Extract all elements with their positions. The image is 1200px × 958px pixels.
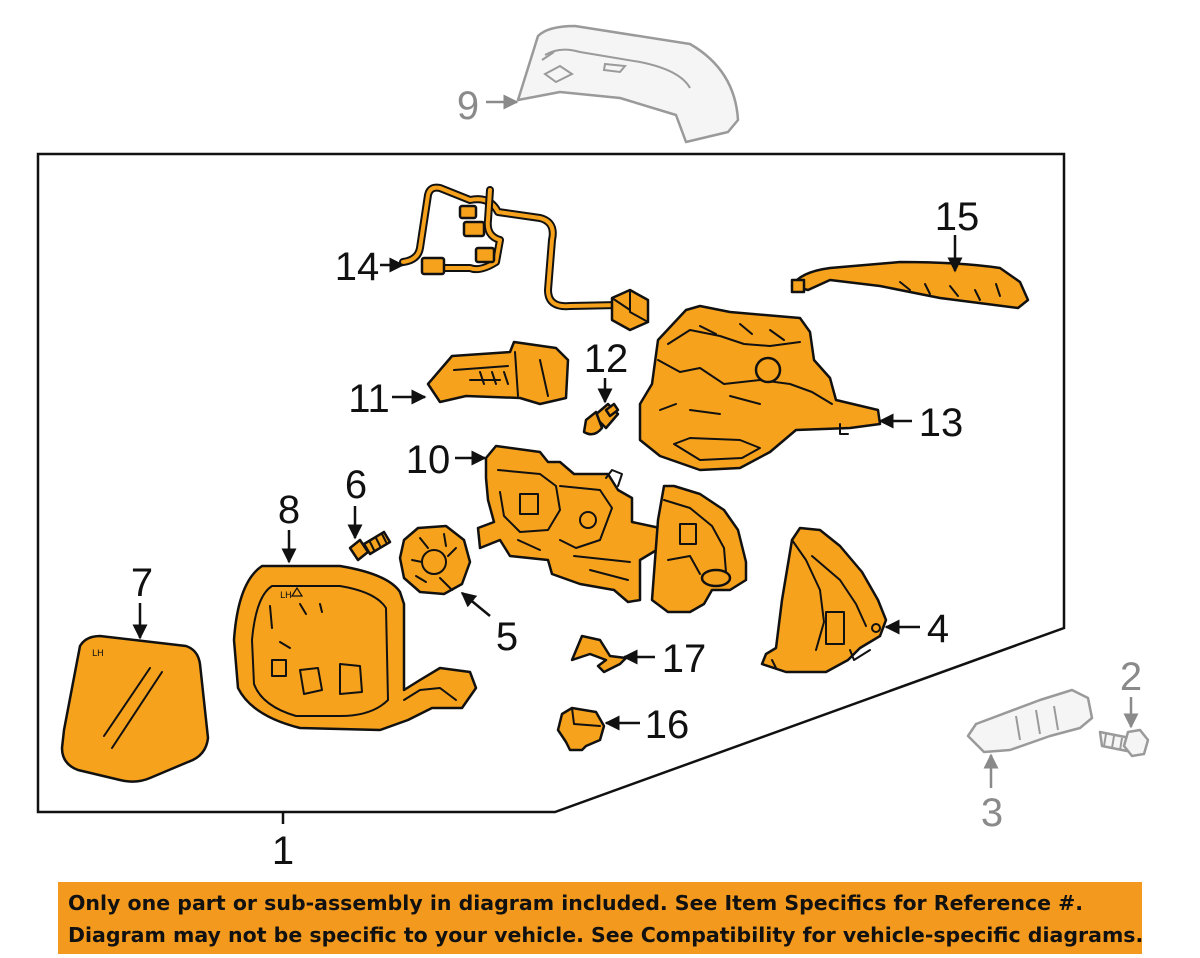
parts-diagram: 9 14 15 12 11 13 10 6 8 7 5 4 17 16 2 3 … [36, 24, 1150, 873]
callout-4: 4 [927, 607, 949, 651]
callout-6: 6 [345, 463, 367, 507]
part-4-cover-cap[interactable] [760, 526, 888, 674]
callout-8: 8 [278, 488, 300, 532]
disclaimer-line-2: Diagram may not be specific to your vehi… [68, 923, 1144, 947]
part-6-bolt[interactable] [348, 530, 392, 562]
callout-3: 3 [981, 791, 1003, 835]
callout-1: 1 [272, 829, 294, 873]
disclaimer-banner: Only one part or sub-assembly in diagram… [58, 882, 1144, 954]
glass-marking: LH [92, 649, 104, 659]
callout-10: 10 [406, 438, 451, 482]
part-2-bolt[interactable] [1098, 728, 1150, 758]
frame-marking: LH [280, 591, 292, 601]
callout-12: 12 [584, 337, 629, 381]
callout-15: 15 [935, 195, 980, 239]
disclaimer-line-1: Only one part or sub-assembly in diagram… [68, 891, 1084, 915]
part-8-mirror-frame[interactable] [232, 564, 478, 732]
callout-7: 7 [131, 561, 153, 605]
part-11-bracket[interactable] [426, 340, 570, 406]
warning-triangle-icon [290, 586, 304, 597]
part-10-actuator-frame[interactable] [476, 444, 662, 604]
callout-11: 11 [348, 377, 390, 421]
callout-9: 9 [457, 84, 479, 128]
part-7-mirror-glass[interactable] [60, 634, 210, 783]
assembly-boundary [36, 152, 1066, 814]
part-13-housing[interactable] [638, 304, 882, 472]
part-3-bracket[interactable] [966, 688, 1094, 754]
callout-17: 17 [662, 637, 707, 681]
part-9-mirror-cover[interactable] [516, 24, 740, 144]
part-14-wiring-harness[interactable] [399, 183, 650, 332]
part-15-trim-strip[interactable] [790, 260, 1030, 310]
part-10-side-plate[interactable] [650, 484, 748, 614]
part-16-connector[interactable] [556, 706, 606, 752]
callout-16: 16 [645, 703, 690, 747]
callout-14: 14 [335, 245, 380, 289]
callout-2: 2 [1120, 655, 1142, 699]
part-12-screw[interactable] [582, 402, 620, 436]
part-17-clip[interactable] [570, 634, 628, 674]
part-5-motor[interactable] [398, 524, 472, 596]
leader-5 [460, 592, 491, 617]
callout-5: 5 [496, 615, 518, 659]
callout-13: 13 [919, 401, 964, 445]
